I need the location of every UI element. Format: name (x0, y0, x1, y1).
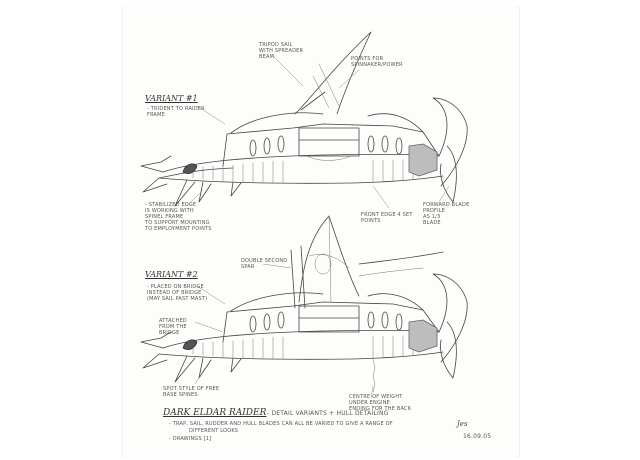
variant-2-note-bottom-center: CENTRE OF WEIGHT UNDER ENGINE ENDING FOR… (349, 394, 412, 412)
variant-1-note-bottom-left: - STABILIZED EDGE IS WORKING WITH SPINEL… (145, 202, 212, 232)
variant-1-note-bottom-right: FORWARD BLADE PROFILE AS 1/3 BLADE (423, 202, 470, 226)
variant-2-heading: VARIANT #2 (145, 270, 198, 279)
variant-1-note-left: - TRIDENT TO RAIDER FRAME (147, 106, 205, 118)
drawing-subtitle: - DETAIL VARIANTS + HULL DETAILING (267, 410, 389, 417)
variant-1-note-top-right: POINTS FOR SPINNAKER/POWER (351, 56, 403, 68)
artist-signature: Jes (457, 420, 468, 428)
variant-1-note-top: TRIPOD SAIL WITH SPREADER BEAM (259, 42, 304, 60)
variant-1-note-bottom-center: FRONT EDGE 4 SET POINTS (361, 212, 413, 224)
footer-line-2: DIFFERENT LOOKS (189, 428, 239, 434)
footer-line-3: - DRAWINGS [1] (169, 436, 212, 442)
variant-1-heading: VARIANT #1 (145, 94, 198, 103)
raider-sketch-variant-2 (140, 215, 468, 393)
raider-sketch-variant-1 (140, 31, 468, 207)
variant-2-note-bottom-left: SPOT STYLE OF FREE BASE SPINES (163, 386, 220, 398)
drawing-title: DARK ELDAR RAIDER (163, 408, 267, 418)
variant-2-note-top: DOUBLE SECOND SPAR (241, 258, 288, 270)
annotation-leaders (186, 55, 450, 399)
sketch-sheet: VARIANT #1 - TRIDENT TO RAIDER FRAME TRI… (122, 6, 520, 458)
footer-line-1: - TRAP, SAIL, RUDDER AND HULL BLADES CAN… (169, 421, 393, 427)
variant-2-note-mid-left: ATTACHED FROM THE BRIDGE (159, 318, 187, 336)
variant-2-note-left: - PLACED ON BRIDGE INSTEAD OF BRIDGE (MA… (147, 284, 208, 302)
signature-date: 16.09.05 (463, 433, 492, 440)
